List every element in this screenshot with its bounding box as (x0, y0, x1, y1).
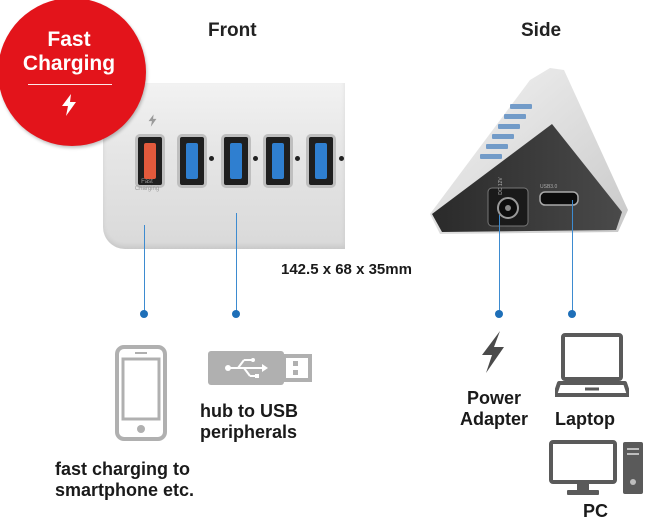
pc-label: PC (583, 501, 609, 521)
connector-line (236, 213, 237, 313)
usb-peripherals-label: hub to USB peripherals (200, 401, 298, 442)
usb-port-label: USB3.0 (540, 184, 558, 190)
lightning-icon (148, 114, 157, 127)
laptop-icon (555, 333, 629, 397)
lightning-icon (482, 331, 504, 373)
dc-port-label: DC 12V (497, 177, 504, 195)
connector-dot (568, 310, 576, 318)
usb-port (306, 134, 336, 188)
fast-charging-badge: Fast Charging (0, 0, 146, 146)
connector-line (572, 200, 573, 313)
badge-line-1: Fast (47, 28, 91, 51)
port-led (339, 156, 344, 161)
connector-dot (495, 310, 503, 318)
lightning-icon (62, 94, 76, 116)
connector-line (499, 215, 500, 313)
hub-front-image (103, 83, 345, 249)
dimensions-label: 142.5 x 68 x 35mm (281, 261, 412, 278)
badge-text: Fast Charging (0, 28, 140, 76)
hub-side-image (430, 68, 628, 234)
power-adapter-label: Power Adapter (459, 388, 528, 429)
laptop-label: Laptop (555, 409, 615, 429)
port-led (253, 156, 258, 161)
badge-divider (28, 84, 112, 85)
smartphone-charging-label: fast charging to smartphone etc. (55, 459, 195, 500)
port-led (295, 156, 300, 161)
usb-stick-icon (208, 351, 312, 385)
connector-dot (140, 310, 148, 318)
usb-port-fast-charging (135, 134, 165, 188)
port-led (209, 156, 214, 161)
front-heading: Front (208, 20, 257, 41)
desktop-pc-icon (549, 440, 643, 495)
connector-dot (232, 310, 240, 318)
connector-line (144, 225, 145, 313)
fast-charging-port-label: Fast Charging (134, 179, 160, 192)
side-heading: Side (521, 20, 562, 41)
badge-line-2: Charging (22, 52, 116, 75)
usb-port (177, 134, 207, 188)
usb-port (263, 134, 293, 188)
usb-port (221, 134, 251, 188)
smartphone-icon (115, 345, 167, 441)
